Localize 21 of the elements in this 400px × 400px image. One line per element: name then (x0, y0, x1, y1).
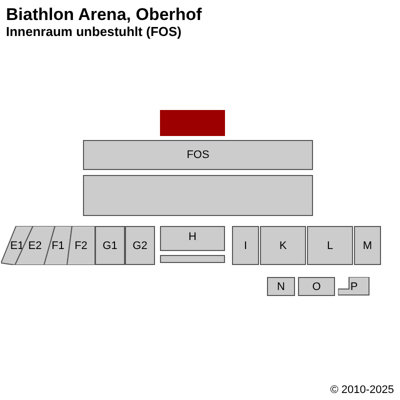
section-label: F1 (52, 240, 64, 252)
seating-section: G1 (95, 226, 125, 265)
seating-block (83, 175, 313, 216)
section-label: E1 (10, 240, 24, 252)
seating-section: K (260, 226, 306, 265)
section-label: E2 (28, 240, 42, 252)
section-label: P (350, 280, 358, 292)
seating-section: O (298, 277, 335, 296)
seating-section: H (160, 226, 225, 251)
map-subtitle: Innenraum unbestuhlt (FOS) (6, 24, 182, 39)
seating-section: L (307, 226, 353, 265)
stage-block (160, 110, 225, 136)
seating-section: I (232, 226, 259, 265)
seating-section: G2 (125, 226, 155, 265)
seating-bar (160, 255, 225, 263)
section-label: F2 (74, 240, 88, 252)
copyright-note: © 2010-2025 (330, 384, 394, 396)
map-title: Biathlon Arena, Oberhof (6, 5, 202, 25)
seating-section: M (354, 226, 381, 265)
seating-section: FOS (83, 140, 313, 170)
seating-section: N (267, 277, 295, 296)
